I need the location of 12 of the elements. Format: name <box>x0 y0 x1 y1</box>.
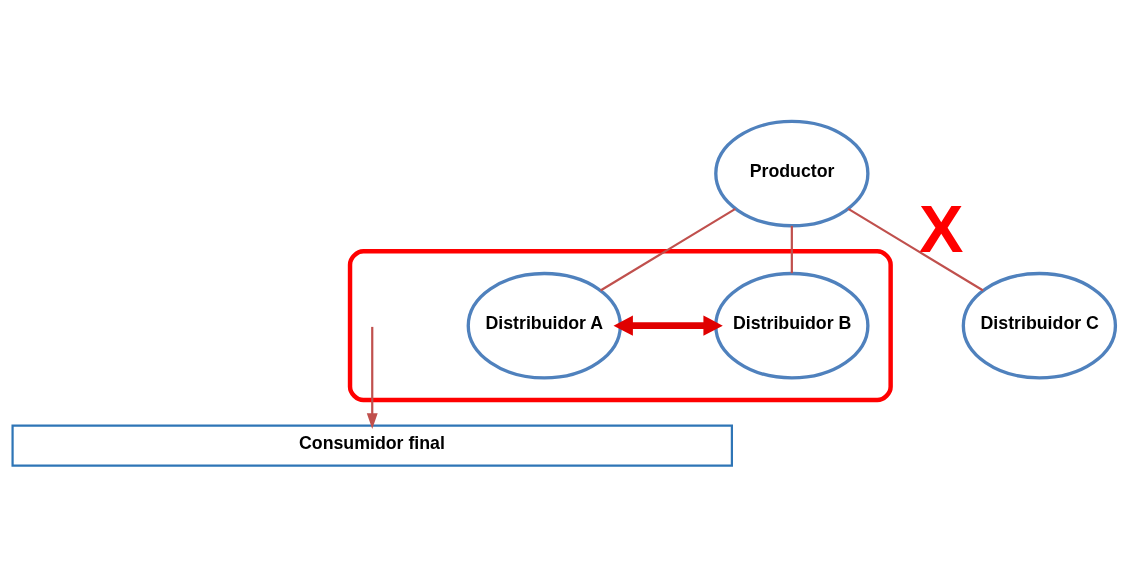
connector <box>599 207 736 291</box>
node-ellipse: Productor <box>714 119 870 227</box>
node-box: Consumidor final <box>11 424 733 467</box>
node-label: X <box>918 191 964 266</box>
node-ellipse: Distribuidor B <box>714 271 870 380</box>
cluster <box>347 248 893 402</box>
connector <box>790 225 793 273</box>
connector <box>847 207 984 291</box>
arrow <box>613 315 723 336</box>
node-ellipse: Distribuidor C <box>961 271 1118 380</box>
arrow <box>366 326 378 429</box>
node-ellipse: Distribuidor A <box>466 271 622 380</box>
